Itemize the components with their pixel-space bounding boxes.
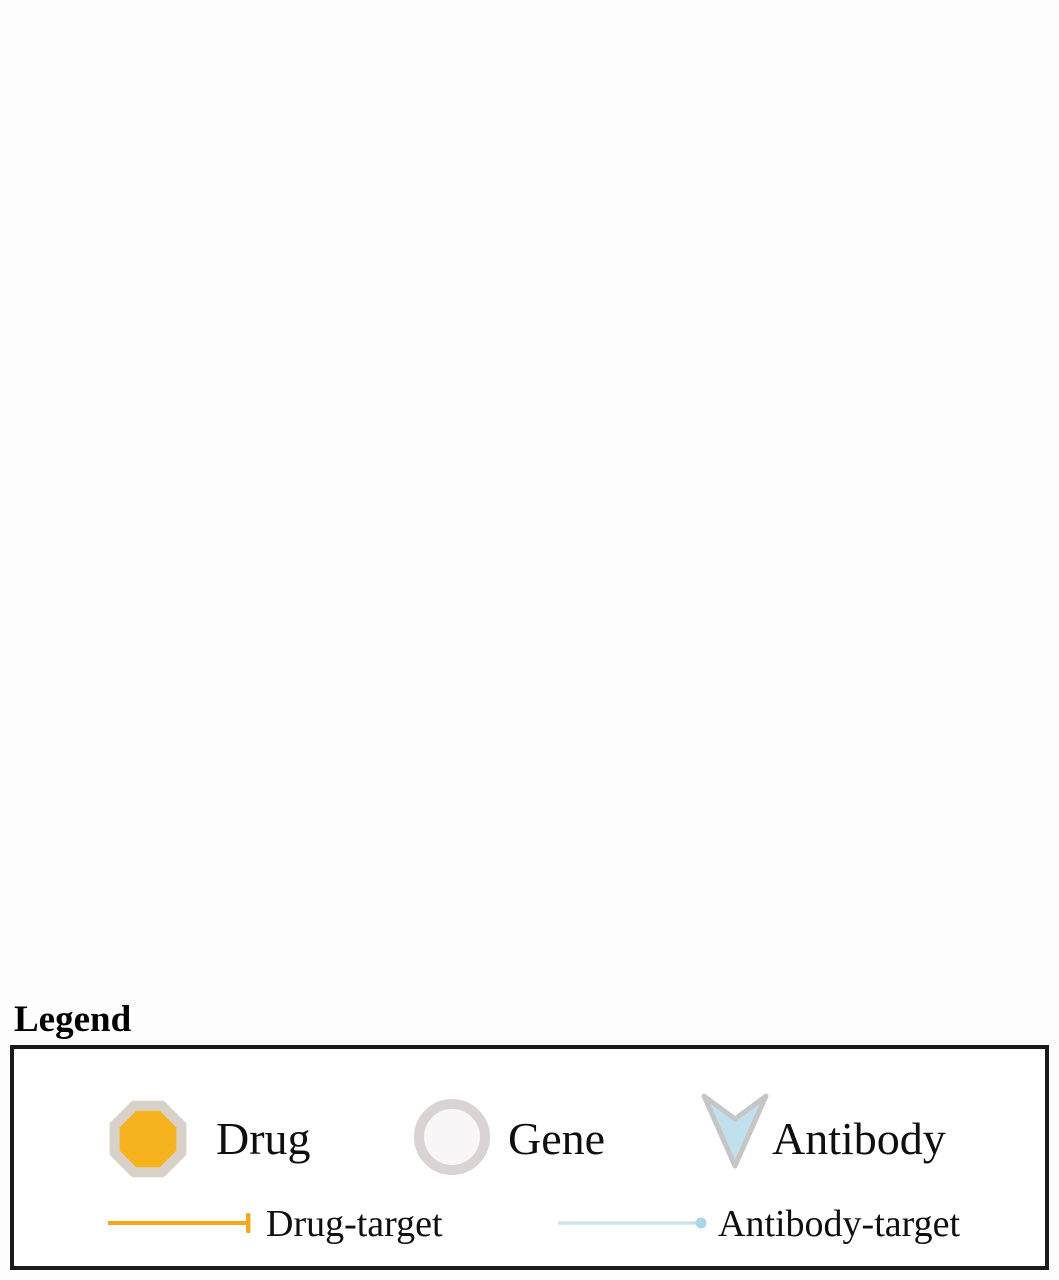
legend: Legend Drug Gene Antibody Drug-target An… (10, 999, 1049, 1270)
legend-antibody-target-dot (695, 1217, 707, 1229)
legend-drug-target-label: Drug-target (266, 1203, 443, 1245)
legend-drug-icon (109, 1100, 187, 1178)
legend-gene-label: Gene (508, 1113, 605, 1164)
legend-title: Legend (14, 999, 132, 1040)
legend-antibody-label: Antibody (772, 1113, 946, 1164)
legend-box (10, 1045, 1049, 1270)
legend-antibody-icon (701, 1093, 769, 1169)
legend-drug-target-tee (246, 1213, 251, 1233)
legend-antibody-target-label: Antibody-target (718, 1203, 960, 1245)
legend-drug-label: Drug (216, 1113, 311, 1164)
legend-gene-icon (414, 1099, 490, 1175)
